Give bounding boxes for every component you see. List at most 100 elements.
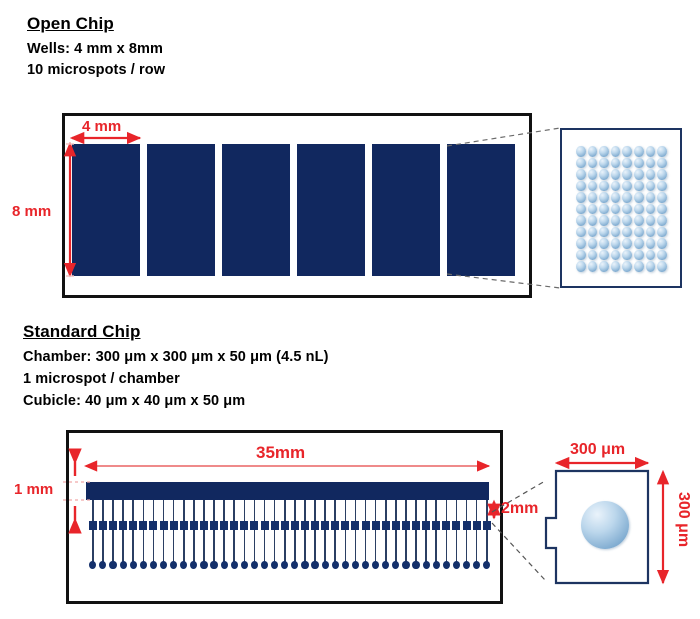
channel-line bbox=[233, 500, 236, 566]
cubicle-square bbox=[351, 521, 360, 530]
cubicle-square bbox=[462, 521, 471, 530]
channel-microspot bbox=[139, 561, 147, 570]
microspot bbox=[599, 157, 609, 169]
cubicle-square bbox=[220, 521, 229, 530]
cubicle-square bbox=[331, 521, 340, 530]
channel-line bbox=[465, 500, 468, 566]
channel-line bbox=[283, 500, 286, 566]
channel-line bbox=[304, 500, 306, 566]
channel-line bbox=[334, 500, 337, 566]
channel-microspot bbox=[311, 561, 319, 570]
cubicle-square bbox=[260, 521, 269, 530]
microspot bbox=[610, 249, 621, 261]
microspot bbox=[634, 203, 644, 215]
channel-microspot bbox=[382, 561, 390, 570]
microspot bbox=[576, 169, 586, 180]
microspot bbox=[645, 249, 656, 261]
cubicle-square bbox=[280, 521, 289, 530]
microspot bbox=[622, 238, 632, 249]
channel-line bbox=[425, 500, 427, 566]
open-chip-spec-microspots: 10 microspots / row bbox=[27, 62, 166, 78]
cubicle-square bbox=[452, 521, 461, 530]
channel-microspot bbox=[250, 561, 259, 570]
cubicle-square bbox=[391, 521, 400, 530]
microspot bbox=[610, 215, 621, 226]
channel-microspot bbox=[351, 561, 360, 570]
microspot bbox=[576, 192, 586, 203]
channel-line bbox=[374, 500, 377, 566]
microspot bbox=[610, 169, 621, 180]
channel-line bbox=[142, 500, 145, 566]
microspot bbox=[622, 157, 632, 169]
cubicle-square bbox=[482, 521, 491, 530]
open-chip-height-label: 8 mm bbox=[12, 203, 52, 220]
cubicle-square bbox=[401, 521, 410, 530]
standard-chip-depth-label: 2mm bbox=[501, 500, 539, 517]
microspot bbox=[599, 249, 609, 261]
channel-microspot bbox=[301, 561, 309, 570]
channel-microspot bbox=[240, 561, 248, 570]
standard-chip-title: Standard Chip bbox=[23, 322, 141, 341]
channel-microspot bbox=[291, 561, 299, 570]
cubicle-square bbox=[159, 521, 168, 530]
open-chip-spec-wells: Wells: 4 mm x 8mm bbox=[27, 41, 164, 57]
microspot bbox=[622, 215, 632, 226]
cubicle-square bbox=[442, 521, 451, 530]
chamber-height-label: 300 μm bbox=[675, 492, 692, 548]
cubicle-square bbox=[381, 521, 390, 530]
microspot-array-inset bbox=[560, 128, 682, 288]
microspot bbox=[610, 146, 621, 157]
cubicle-square bbox=[139, 521, 148, 530]
channel-microspot bbox=[159, 561, 168, 570]
channel-line bbox=[132, 500, 134, 566]
channel-line bbox=[263, 500, 266, 566]
microspot bbox=[587, 261, 598, 272]
cubicle-square bbox=[321, 521, 330, 530]
cubicle-square bbox=[371, 521, 380, 530]
microspot bbox=[622, 169, 632, 180]
channel-microspot bbox=[422, 561, 430, 570]
microspot bbox=[622, 261, 632, 272]
microspot bbox=[645, 180, 656, 192]
cubicle-square bbox=[270, 521, 279, 530]
microspot bbox=[610, 180, 621, 192]
microspot bbox=[587, 192, 598, 203]
microspot bbox=[599, 238, 609, 249]
channel-microspot bbox=[119, 561, 127, 570]
microspot bbox=[634, 226, 644, 238]
channel-line bbox=[364, 500, 367, 566]
microspot bbox=[599, 146, 609, 157]
microspot bbox=[576, 180, 586, 192]
channel-line bbox=[193, 500, 195, 566]
microspot bbox=[657, 249, 667, 261]
cubicle-square bbox=[230, 521, 239, 530]
channel-microspot bbox=[190, 561, 198, 570]
microspot bbox=[645, 192, 656, 203]
microspot bbox=[657, 169, 667, 180]
open-chip-well bbox=[147, 144, 215, 276]
microspot bbox=[599, 192, 609, 203]
microspot bbox=[610, 157, 621, 169]
microspot bbox=[657, 261, 667, 272]
microspot bbox=[576, 226, 586, 238]
channel-microspot bbox=[129, 561, 137, 570]
channel-line bbox=[294, 500, 296, 566]
cubicle-square bbox=[422, 521, 431, 530]
channel-microspot bbox=[452, 561, 461, 570]
microspot-grid bbox=[562, 130, 680, 286]
cubicle-square bbox=[149, 521, 158, 530]
microspot bbox=[622, 180, 632, 192]
channel-microspot bbox=[109, 561, 117, 570]
channel-line bbox=[203, 500, 205, 566]
microspot bbox=[576, 238, 586, 249]
microspot bbox=[634, 215, 644, 226]
channel-line bbox=[415, 500, 417, 566]
channel-microspot bbox=[260, 561, 269, 570]
channel-line bbox=[112, 500, 114, 566]
open-chip-width-label: 4 mm bbox=[82, 118, 122, 135]
channel-microspot bbox=[372, 561, 380, 570]
microspot bbox=[576, 146, 586, 157]
microspot bbox=[576, 261, 586, 272]
